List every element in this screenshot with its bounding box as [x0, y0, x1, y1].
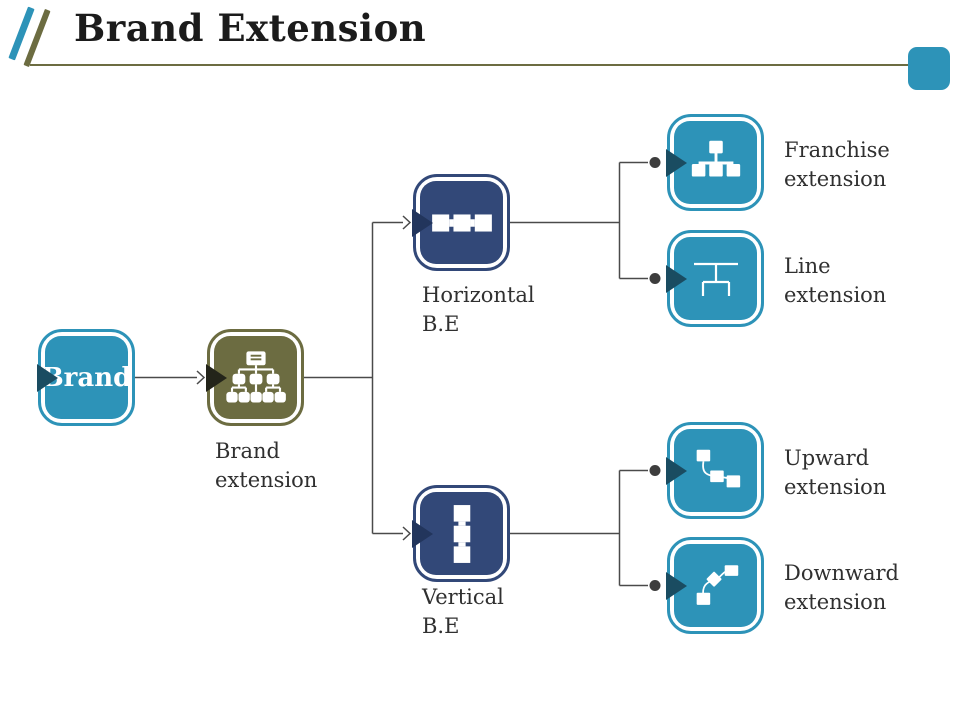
arrow-right-icon	[666, 148, 687, 177]
rounded-square-accent	[908, 47, 950, 90]
node-downward-extension	[666, 537, 764, 634]
horizontal-boxes-icon	[431, 213, 492, 232]
arrow-right-icon	[666, 571, 687, 600]
caption-vertical-be: Vertical B.E	[422, 585, 504, 638]
caption-line-extension: Line extension	[784, 254, 887, 307]
descending-steps-icon	[696, 449, 740, 487]
arrow-right-icon	[666, 264, 687, 293]
node-brand-extension	[206, 329, 304, 426]
arrow-right-icon	[412, 208, 433, 237]
arrow-right-icon	[37, 363, 58, 392]
node-brand: Brand	[37, 329, 135, 426]
arrow-right-icon	[412, 519, 433, 548]
line-tree-icon	[693, 262, 738, 296]
title-underline	[30, 64, 908, 66]
caption-upward-extension: Upward extension	[784, 446, 887, 499]
arrow-right-icon	[666, 456, 687, 485]
node-upward-extension	[666, 422, 764, 519]
node-line-extension	[666, 230, 764, 327]
vertical-boxes-icon	[453, 504, 470, 563]
node-franchise-extension	[666, 114, 764, 211]
node-horizontal-be	[412, 174, 510, 271]
org-chart-icon	[225, 350, 286, 403]
hierarchy-icon	[691, 140, 740, 177]
arrow-right-icon	[206, 363, 227, 392]
node-vertical-be	[412, 485, 510, 582]
caption-horizontal-be: Horizontal B.E	[422, 283, 535, 336]
caption-brand-extension: Brand extension	[215, 439, 318, 492]
ascending-path-icon	[696, 564, 738, 605]
caption-downward-extension: Downward extension	[784, 561, 899, 614]
caption-franchise-extension: Franchise extension	[784, 138, 890, 191]
page-title: Brand Extension	[74, 6, 427, 50]
